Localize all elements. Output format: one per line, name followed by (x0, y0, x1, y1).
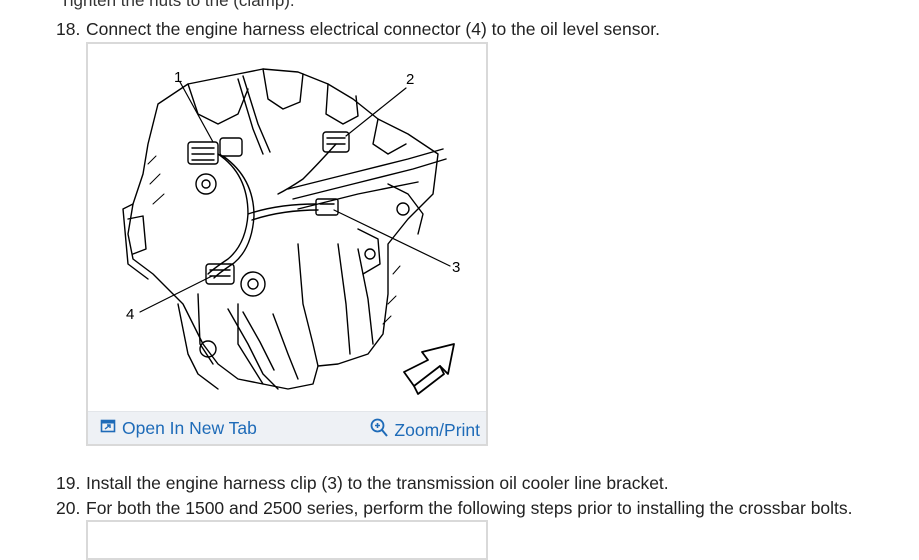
callout-1-label: 1 (174, 69, 182, 86)
step-19: 19.Install the engine harness clip (3) t… (56, 472, 669, 494)
step-20: 20.For both the 1500 and 2500 series, pe… (56, 497, 853, 519)
step-number: 18. (56, 19, 81, 39)
open-in-new-tab-label: Open In New Tab (122, 418, 257, 438)
next-figure-card (86, 520, 488, 560)
callout-4-label: 4 (126, 306, 134, 323)
figure-action-bar: Open In New Tab Zoom/Print (88, 411, 486, 444)
step-text: Install the engine harness clip (3) to t… (86, 473, 669, 493)
step-number: 20. (56, 498, 81, 518)
previous-step-partial-text: Tighten the nuts to the (clamp). (60, 0, 295, 10)
figure-card: 1 2 3 4 Open In New Tab (86, 42, 488, 446)
step-18: 18.Connect the engine harness electrical… (56, 18, 660, 40)
open-in-new-tab-link[interactable]: Open In New Tab (100, 418, 257, 439)
open-in-new-tab-icon (100, 418, 116, 439)
engine-harness-illustration: 1 2 3 4 (122, 68, 460, 395)
zoom-print-link[interactable]: Zoom/Print (370, 418, 480, 443)
zoom-print-label: Zoom/Print (394, 420, 480, 440)
callout-2-label: 2 (406, 71, 414, 88)
callout-3-label: 3 (452, 259, 460, 276)
step-text: Connect the engine harness electrical co… (86, 19, 660, 39)
step-text: For both the 1500 and 2500 series, perfo… (86, 498, 853, 518)
magnifier-plus-icon (370, 418, 389, 443)
step-number: 19. (56, 473, 81, 493)
